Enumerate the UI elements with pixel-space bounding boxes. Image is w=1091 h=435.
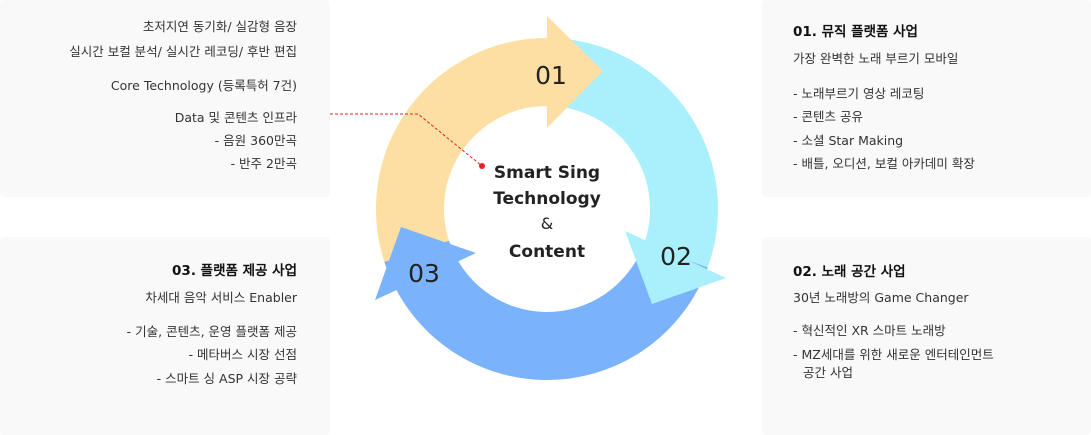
core-line: 실시간 보컬 분석/ 실시간 레코딩/ 후반 편집: [69, 44, 297, 59]
business3-subtitle: 차세대 음악 서비스 Enabler: [145, 290, 297, 305]
step1-arrowhead: [547, 16, 603, 128]
step1-number: 01: [535, 61, 567, 90]
center-title-line: Smart Sing: [494, 163, 600, 183]
center-title-line: Content: [509, 242, 585, 262]
business3-item: - 스마트 싱 ASP 시장 공략: [156, 371, 297, 386]
step3-arc: [384, 239, 708, 380]
business1-subtitle: 가장 완벽한 노래 부르기 모바일: [793, 51, 959, 66]
business1-item: - 소셜 Star Making: [793, 133, 904, 148]
business1-item: - 배틀, 오디션, 보컬 아카데미 확장: [793, 156, 975, 171]
step2-number: 02: [660, 242, 692, 271]
business3-panel: 03. 플랫폼 제공 사업 차세대 음악 서비스 Enabler - 기술, 콘…: [0, 237, 330, 435]
business2-panel: 02. 노래 공간 사업 30년 노래방의 Game Changer - 혁신적…: [762, 237, 1091, 435]
center-title-line: &: [541, 214, 553, 233]
business2-subtitle: 30년 노래방의 Game Changer: [793, 290, 969, 305]
business1-item: - 콘텐츠 공유: [793, 109, 863, 124]
core-line: - 반주 2만곡: [230, 156, 297, 171]
business1-item: - 노래부르기 영상 레코팅: [793, 86, 925, 101]
step3-number: 03: [408, 259, 440, 288]
business2-item: - 혁신적인 XR 스마트 노래방: [793, 323, 946, 338]
connector-dot: [479, 163, 485, 169]
business1-panel: 01. 뮤직 플랫폼 사업 가장 완벽한 노래 부르기 모바일 - 노래부르기 …: [762, 0, 1091, 197]
center-title-line: Technology: [493, 189, 601, 209]
core-line: Core Technology (등록특허 7건): [110, 78, 297, 93]
business3-title: 03. 플랫폼 제공 사업: [172, 263, 297, 279]
core-line: 초저지연 동기화/ 실감형 음장: [142, 19, 297, 34]
business2-title: 02. 노래 공간 사업: [793, 264, 906, 280]
business2-item: - MZ세대를 위한 새로운 엔터테인먼트: [793, 347, 994, 362]
step3-arrowhead: [375, 227, 476, 300]
business3-item: - 기술, 콘텐츠, 운영 플랫폼 제공: [126, 324, 297, 339]
step1-arc: [376, 38, 548, 282]
core-technology-panel: 초저지연 동기화/ 실감형 음장 실시간 보컬 분석/ 실시간 레코딩/ 후반 …: [0, 0, 330, 197]
business1-title: 01. 뮤직 플랫폼 사업: [793, 24, 918, 40]
core-line: - 음원 360만곡: [214, 133, 297, 148]
core-line: Data 및 콘텐츠 인프라: [174, 110, 297, 125]
step2-arrowhead: [625, 231, 726, 304]
business2-item: 공간 사업: [803, 365, 853, 380]
business3-item: - 메타버스 시장 선점: [188, 347, 297, 362]
connector-line: [330, 113, 483, 167]
